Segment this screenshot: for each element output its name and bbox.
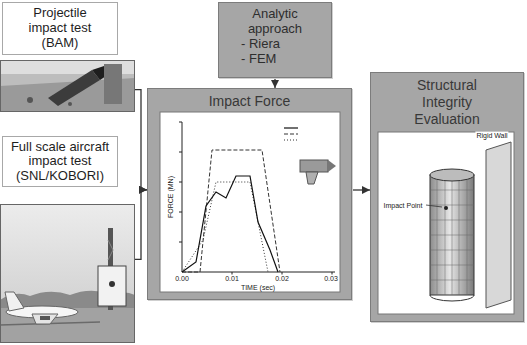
legend-line	[284, 140, 298, 141]
projectile-nose	[92, 66, 106, 80]
node-title: Projectile impact test (BAM)	[14, 6, 106, 51]
photo-ground	[0, 60, 135, 112]
tower	[108, 228, 113, 310]
chart-axes	[182, 122, 335, 272]
axis-label: 0.02	[274, 275, 290, 282]
node-item: - FEM	[223, 52, 327, 67]
node-title: Impact Force	[152, 93, 347, 110]
axis-label: FORCE (MN)	[167, 175, 174, 219]
fem-mesh	[430, 175, 474, 295]
test-box: Full scale aircraft impact test (SNL/KOB…	[0, 134, 135, 343]
photo-sky	[0, 204, 135, 343]
axis-label: TIME (sec)	[240, 284, 276, 291]
cylinder-top	[430, 169, 474, 181]
node-item: - Riera	[223, 37, 327, 52]
curve-solid	[182, 176, 278, 272]
node-title: Analytic approach	[235, 7, 315, 37]
aircraft-tail	[5, 292, 24, 311]
aircraft-engine	[40, 316, 50, 320]
structure-model	[378, 132, 514, 314]
flow-arrow	[274, 78, 275, 88]
sled-track	[0, 322, 100, 325]
curve-dashed	[182, 150, 280, 272]
target-mark	[109, 281, 115, 287]
aircraft-model-wing	[306, 172, 318, 184]
flow-arrow	[352, 189, 370, 190]
curve-dotted	[182, 182, 268, 272]
aircraft-wing	[32, 314, 58, 324]
node-title: Structural Integrity Evaluation	[401, 77, 493, 127]
rigid-wall	[486, 142, 511, 308]
projectile-body	[48, 70, 100, 106]
callout-label: Impact Point	[383, 202, 424, 209]
callout-label: Rigid Wall	[475, 132, 508, 139]
photo-frame	[1, 61, 135, 112]
photo-sky	[0, 60, 135, 74]
aircraft-fuselage	[6, 306, 78, 318]
text-panel: Projectile impact test (BAM)	[2, 2, 118, 55]
photo-floor	[0, 78, 135, 112]
force-time-chart	[160, 112, 340, 292]
method-box: Analytic approach- Riera- FEM	[218, 2, 332, 78]
axis-label: 0.03	[323, 275, 339, 282]
projectile-test-photo	[0, 60, 135, 112]
cylinder-base	[430, 295, 474, 301]
aircraft-model	[300, 160, 328, 172]
aircraft-test-photo	[0, 204, 135, 343]
aircraft-model-nose	[328, 160, 336, 172]
axis-label: 0.01	[224, 275, 240, 282]
model-panel	[378, 132, 514, 314]
text-panel: Structural Integrity Evaluation	[371, 73, 523, 131]
chart-panel	[160, 112, 340, 292]
tree-line	[0, 291, 135, 308]
flow-arrow	[135, 190, 147, 260]
node-title: Full scale aircraft impact test (SNL/KOB…	[10, 140, 110, 183]
chart-ticks	[179, 122, 332, 275]
legend-line	[284, 127, 298, 128]
text-panel: Impact Force	[148, 89, 351, 114]
process-box: Structural Integrity Evaluation	[370, 72, 524, 322]
photo-ground	[0, 308, 135, 343]
legend-line	[284, 134, 298, 135]
text-panel: Full scale aircraft impact test (SNL/KOB…	[2, 136, 118, 187]
axis-label: 0.00	[174, 275, 190, 282]
debris	[68, 102, 72, 106]
text-panel: Analytic approach- Riera- FEM	[219, 3, 331, 71]
leader-line	[426, 205, 442, 207]
target-wall	[104, 64, 122, 104]
tower-lattice	[108, 240, 113, 250]
photo-frame	[1, 205, 135, 343]
target-block	[98, 266, 126, 306]
containment-cylinder	[430, 175, 474, 295]
debris	[27, 97, 33, 103]
tower-lattice	[108, 250, 113, 260]
process-box: Impact Force	[147, 88, 352, 300]
test-box: Projectile impact test (BAM)	[0, 0, 135, 112]
flow-arrow	[135, 90, 147, 190]
impact-point-dot	[444, 206, 448, 210]
